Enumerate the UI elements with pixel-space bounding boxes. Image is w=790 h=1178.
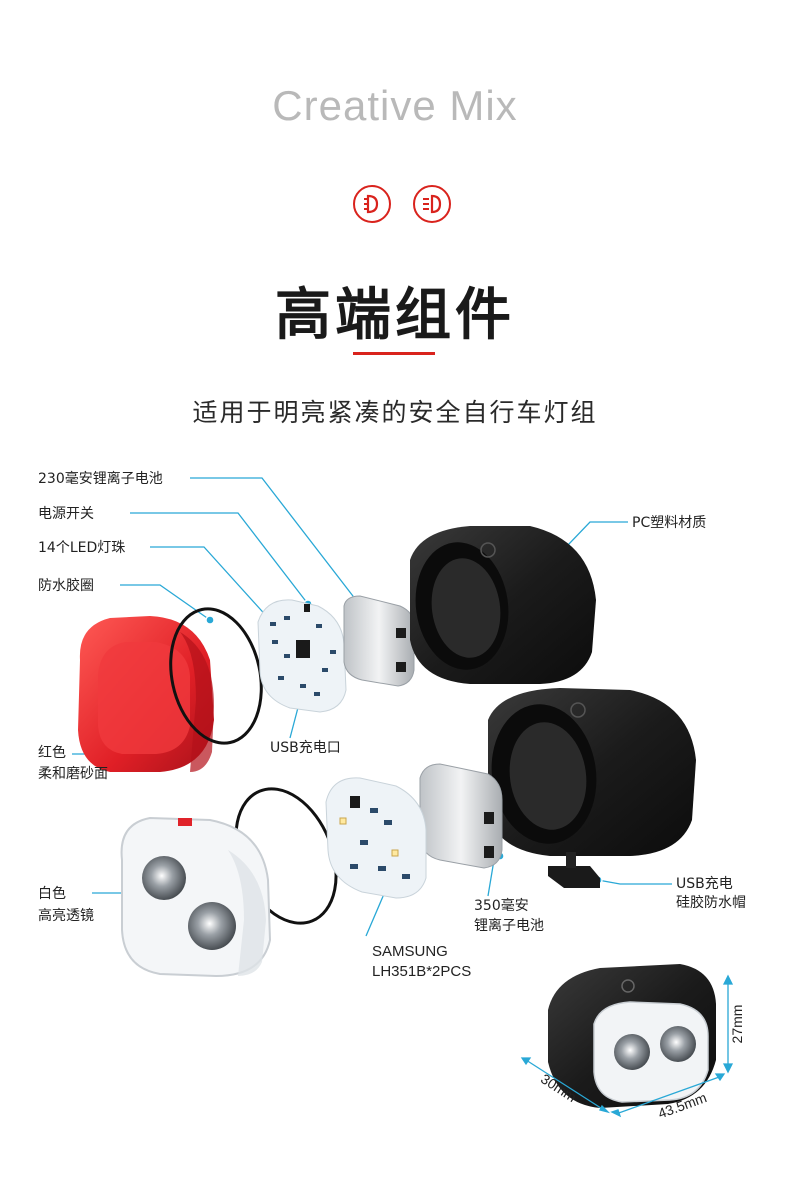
dimension-height: 27mm [729, 1005, 745, 1044]
label-led-14: 14个LED灯珠 [38, 540, 126, 556]
assembled-light [548, 964, 716, 1108]
pcb-top [257, 599, 347, 713]
battery-230mah [343, 595, 415, 687]
label-pc-material: PC塑料材质 [632, 515, 707, 531]
page-subtitle: 适用于明亮紧凑的安全自行车灯组 [192, 398, 598, 427]
label-usb-port: USB充电口 [270, 740, 341, 756]
label-usb-cap-b: 硅胶防水帽 [676, 895, 746, 911]
label-samsung: SAMSUNG [372, 943, 448, 960]
dimension-arrows [520, 974, 734, 1118]
title-underline [353, 352, 435, 355]
label-usb-cap-a: USB充电 [676, 876, 733, 892]
front-light-icon [353, 185, 391, 223]
housing-top [410, 526, 596, 684]
label-battery-350-b: 锂离子电池 [474, 918, 544, 934]
label-waterproof-ring: 防水胶圈 [38, 578, 94, 594]
page-title: 高端组件 [275, 283, 515, 348]
label-power-switch: 电源开关 [38, 506, 94, 522]
label-red-finish: 柔和磨砂面 [38, 766, 108, 782]
headlight-beam-icon [413, 185, 451, 223]
label-battery-350-a: 350毫安 [474, 898, 529, 914]
battery-350mah [419, 763, 503, 869]
label-battery-230: 230毫安锂离子电池 [38, 471, 163, 487]
pcb-bottom [325, 777, 427, 899]
brand-name: Creative Mix [272, 82, 518, 129]
white-clear-lens [120, 816, 272, 978]
housing-bottom [488, 688, 696, 856]
waterproof-ring-top [169, 607, 263, 745]
label-white-color: 白色 [38, 886, 66, 902]
red-lens-cover [78, 616, 214, 772]
label-samsung-model: LH351B*2PCS [372, 963, 472, 980]
usb-silicone-cap [548, 852, 600, 888]
label-red-color: 红色 [38, 745, 66, 761]
label-white-lens: 高亮透镜 [38, 908, 94, 924]
